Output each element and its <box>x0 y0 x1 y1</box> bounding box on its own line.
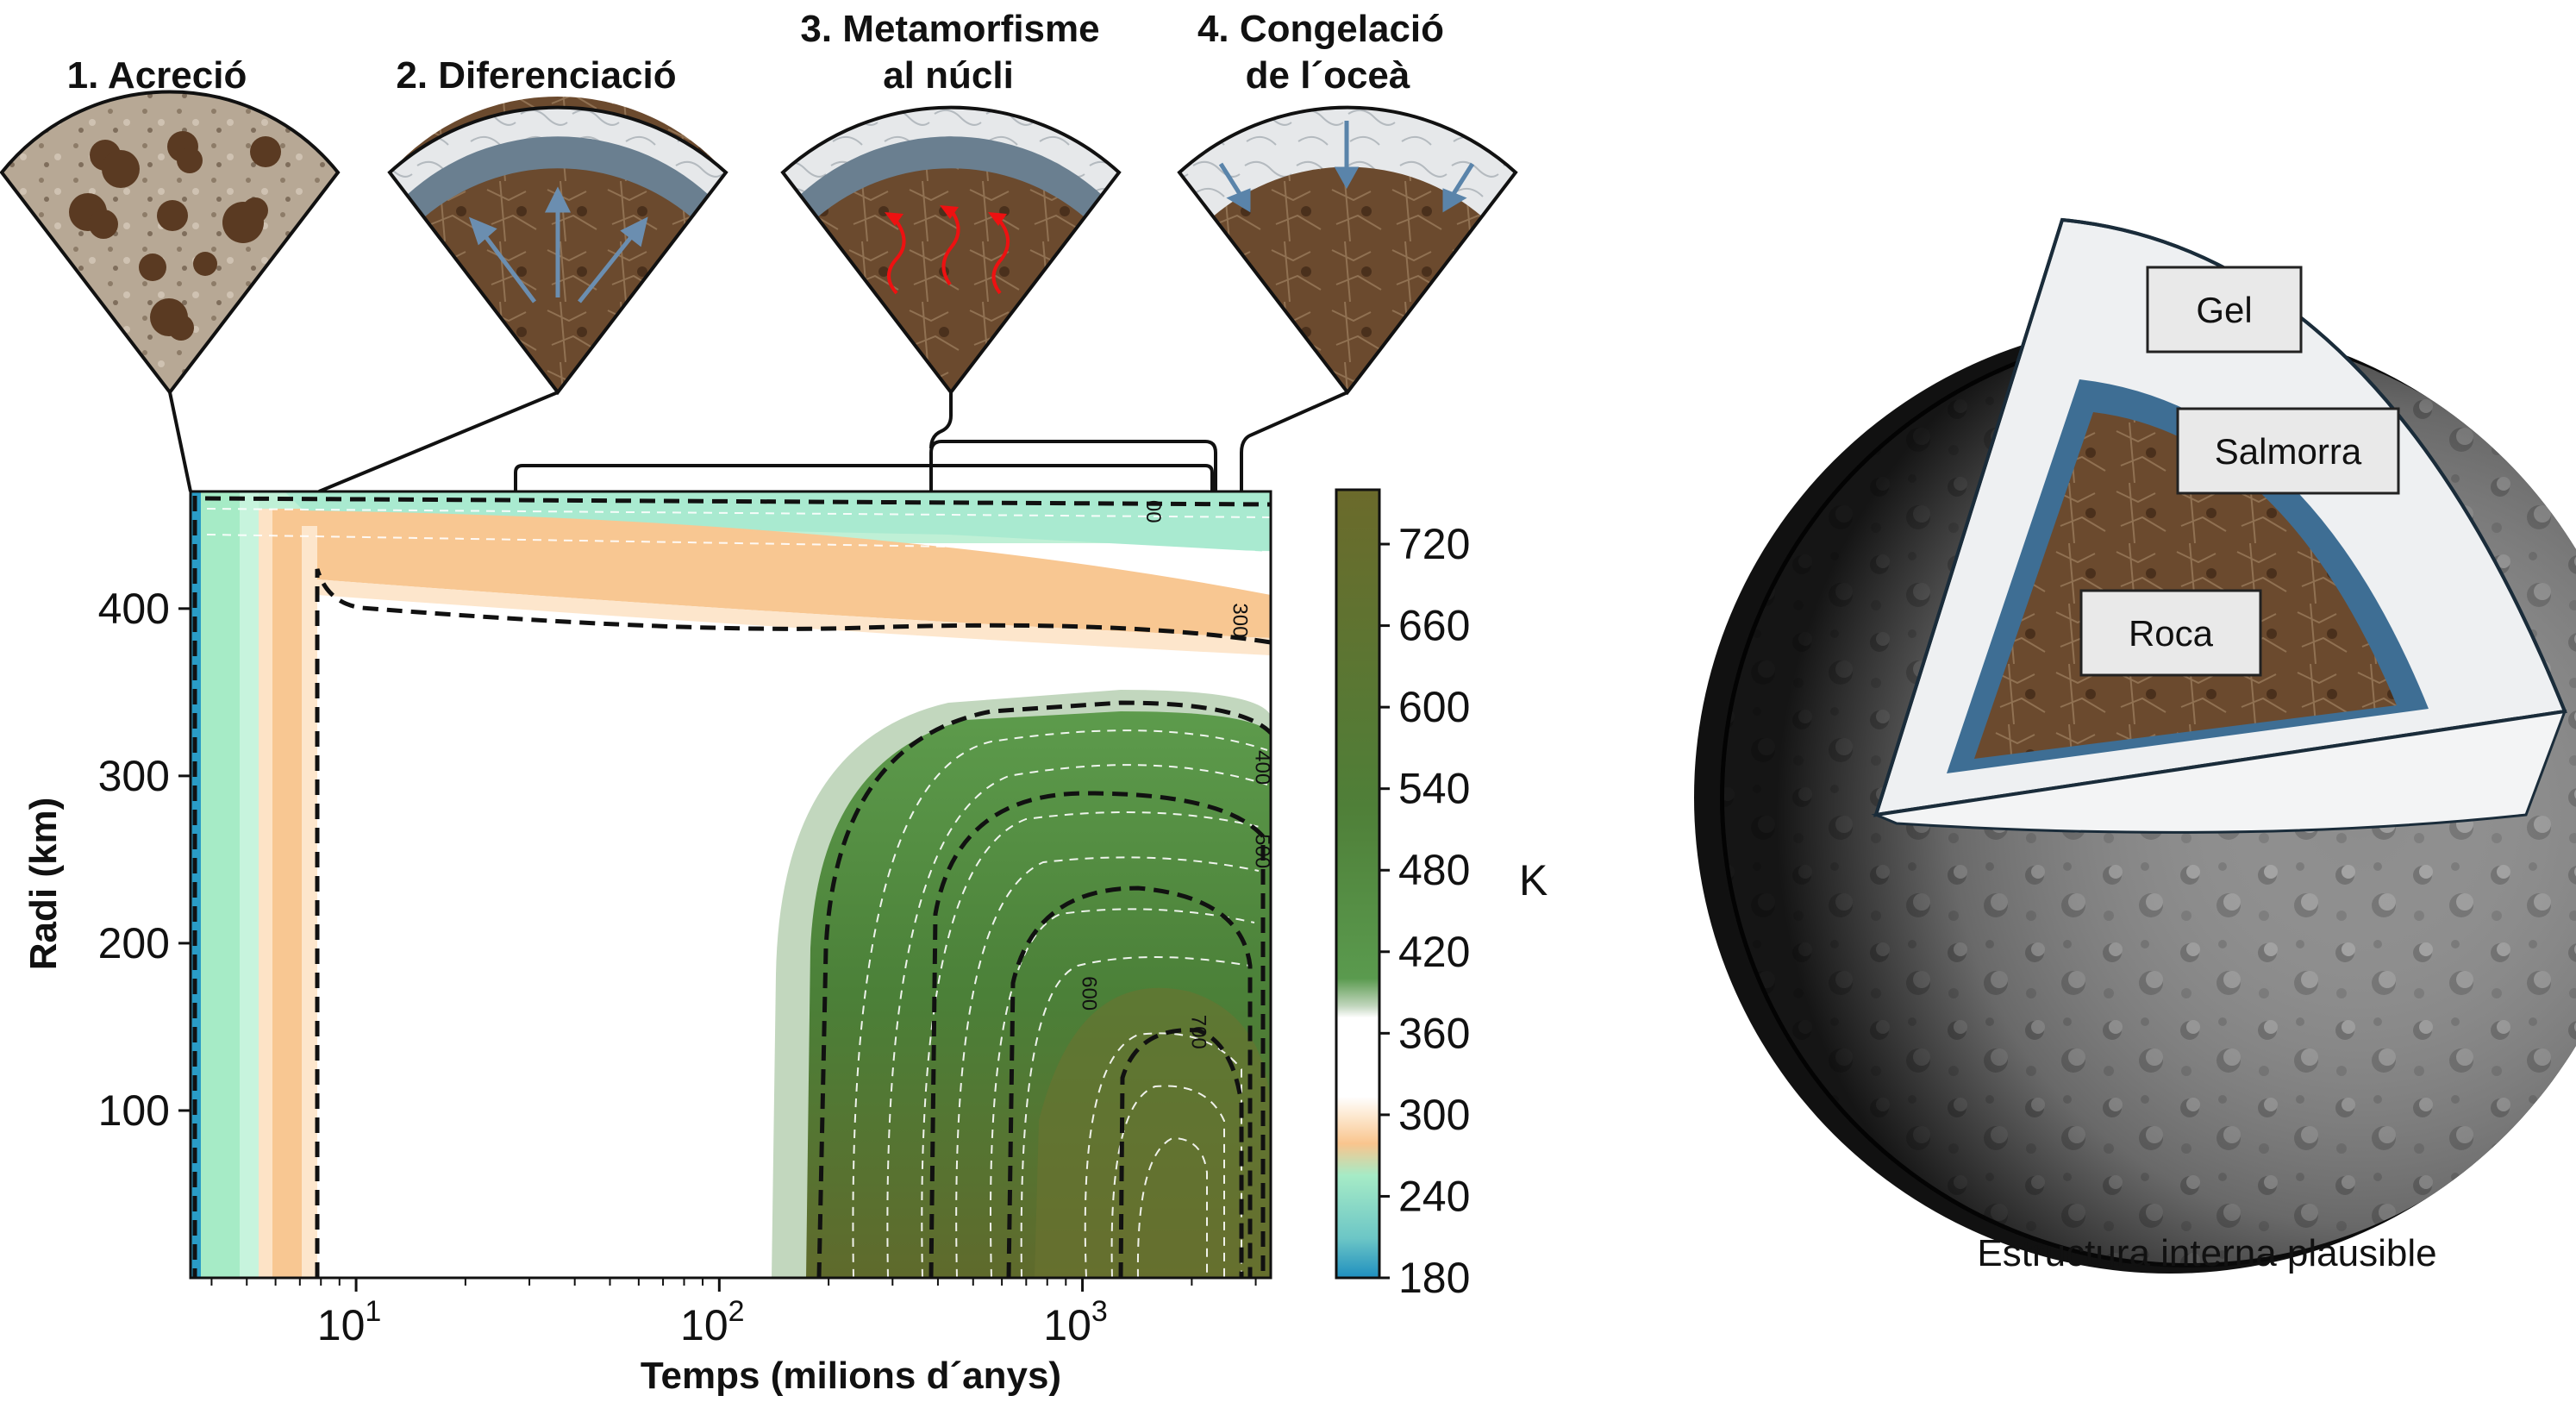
colorbar-unit-label: K <box>1519 856 1547 904</box>
stage-2-label: 2. Diferenciació <box>396 54 676 97</box>
moon-cutaway-model: Gel Salmorra Roca <box>1694 217 2576 1274</box>
freezing-arrows <box>1218 121 1475 213</box>
rock-label: Roca <box>2129 613 2214 654</box>
x-tick-base: 10 <box>1043 1301 1091 1349</box>
x-tick-base: 10 <box>317 1301 366 1349</box>
colorbar: 180 240 300 360 420 480 540 600 660 720 K <box>1335 488 1547 1302</box>
colorbar-tick-label: 360 <box>1398 1009 1470 1057</box>
colorbar-tick-label: 720 <box>1398 520 1470 568</box>
heat-arrows <box>887 207 1010 295</box>
stage-3-label-line1: 3. Metamorfisme <box>800 8 1099 50</box>
stage-3-label-line2: al núcli <box>883 54 1014 97</box>
stage-1-label: 1. Acreció <box>67 54 247 97</box>
stage-4-wedge <box>1177 105 1518 396</box>
contour-label: 400 <box>1251 750 1274 785</box>
diffusion-arrows <box>468 186 648 304</box>
y-tick-label: 200 <box>98 919 170 967</box>
x-tick-exponent: 3 <box>1091 1295 1108 1328</box>
brine-label: Salmorra <box>2215 431 2362 472</box>
contour-label: 300 <box>1228 603 1251 637</box>
y-tick-label: 300 <box>98 752 170 800</box>
x-tick-base: 10 <box>680 1301 728 1349</box>
colorbar-tick-label: 480 <box>1398 846 1470 894</box>
stage-4-label-line2: de l´oceà <box>1246 54 1410 97</box>
x-tick-label: 103 <box>1043 1295 1108 1349</box>
x-axis-label: Temps (milions d´anys) <box>641 1355 1061 1397</box>
contour-label: 600 <box>1078 976 1101 1011</box>
contour-label: 500 <box>1251 834 1274 868</box>
stage-4-label-line1: 4. Congelació <box>1197 8 1444 50</box>
stage-3-wedge <box>780 105 1122 396</box>
x-tick-exponent: 2 <box>728 1295 745 1328</box>
colorbar-tick-label: 420 <box>1398 928 1470 976</box>
y-tick-label: 100 <box>98 1086 170 1135</box>
y-axis-label: Radi (km) <box>22 798 65 970</box>
ice-label-box: Gel <box>2146 266 2303 354</box>
stage-2-wedge <box>387 96 728 396</box>
stage-1-wedge <box>0 90 341 396</box>
x-tick-exponent: 1 <box>365 1295 381 1328</box>
x-tick-label: 102 <box>680 1295 745 1349</box>
colorbar-tick-label: 180 <box>1398 1254 1470 1302</box>
model-caption: Estructura interna plausible <box>1977 1232 2436 1274</box>
time-connectors <box>168 391 1348 493</box>
ice-label: Gel <box>2196 290 2252 330</box>
colorbar-tick-label: 600 <box>1398 683 1470 731</box>
rock-label-box: Roca <box>2079 589 2262 677</box>
colorbar-tick-label: 540 <box>1398 765 1470 813</box>
colorbar-tick-label: 240 <box>1398 1172 1470 1220</box>
colorbar-tick-label: 300 <box>1398 1091 1470 1139</box>
brine-label-box: Salmorra <box>2176 407 2400 495</box>
colorbar-tick-label: 660 <box>1398 602 1470 650</box>
x-tick-label: 101 <box>317 1295 382 1349</box>
contour-label: 700 <box>1186 1015 1210 1049</box>
y-tick-label: 400 <box>98 585 170 633</box>
contour-label: 00 <box>1141 500 1165 523</box>
